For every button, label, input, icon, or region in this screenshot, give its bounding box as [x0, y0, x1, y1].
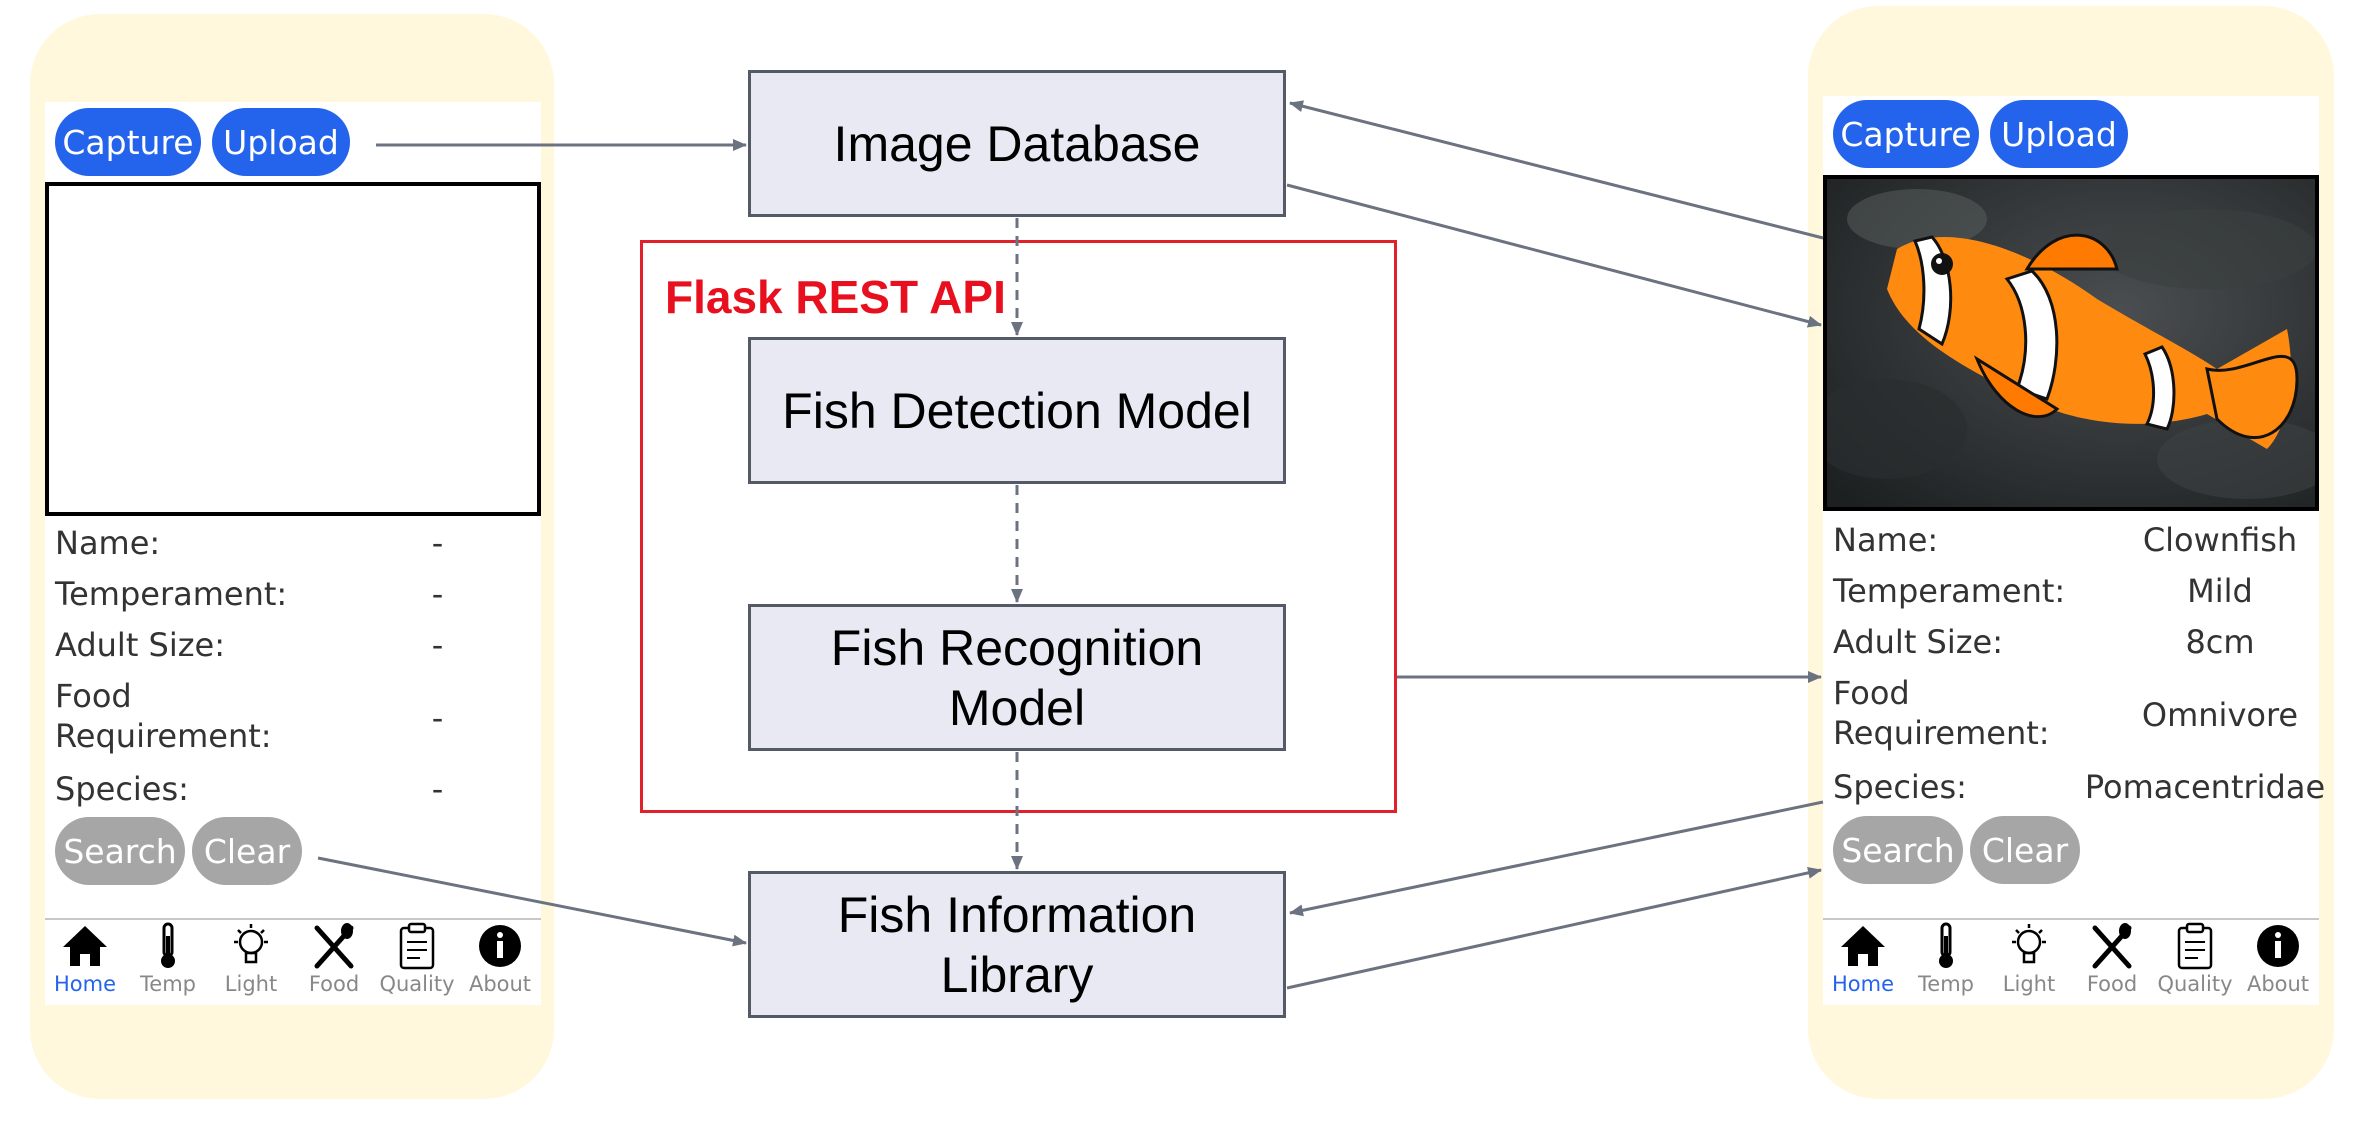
left-field-temperament-value: -: [431, 575, 444, 613]
arrow-library-to-search: [1286, 866, 1822, 990]
right-nav-food[interactable]: Food: [2070, 922, 2154, 996]
right-field-name-label: Name:: [1833, 521, 1939, 559]
left-nav-home[interactable]: Home: [43, 922, 127, 996]
right-nav-home[interactable]: Home: [1821, 922, 1905, 996]
left-field-food-value: -: [431, 699, 444, 737]
thermometer-icon: [1904, 922, 1988, 970]
right-field-adult-size-label: Adult Size:: [1833, 623, 2003, 661]
home-icon: [1821, 922, 1905, 970]
thermometer-icon: [126, 922, 210, 970]
left-nav-about[interactable]: About: [458, 922, 542, 996]
nav-label: Temp: [140, 972, 196, 996]
left-nav-quality[interactable]: Quality: [375, 922, 459, 996]
right-field-species-value: Pomacentridae: [2084, 768, 2326, 806]
right-nav-temp[interactable]: Temp: [1904, 922, 1988, 996]
right-upload-button[interactable]: Upload: [1990, 100, 2128, 168]
right-clear-button[interactable]: Clear: [1970, 816, 2080, 884]
nav-label: Light: [224, 972, 278, 996]
image-database-box: Image Database: [748, 70, 1286, 217]
left-field-species-label: Species:: [55, 770, 189, 808]
left-nav-temp[interactable]: Temp: [126, 922, 210, 996]
utensils-icon: [292, 922, 376, 970]
clipboard-icon: [2153, 922, 2237, 970]
home-icon: [43, 922, 127, 970]
left-upload-button[interactable]: Upload: [212, 108, 350, 176]
nav-label: Food: [308, 972, 360, 996]
right-field-temperament-label: Temperament:: [1833, 572, 2066, 610]
left-image-preview: [45, 182, 541, 516]
info-icon: [2236, 922, 2320, 970]
right-field-adult-size-value: 8cm: [2185, 623, 2255, 661]
fish-detection-model-box: Fish Detection Model: [748, 337, 1286, 484]
right-nav-quality[interactable]: Quality: [2153, 922, 2237, 996]
right-image-preview: [1823, 175, 2319, 511]
right-search-button[interactable]: Search: [1833, 816, 1963, 884]
right-nav-light[interactable]: Light: [1987, 922, 2071, 996]
left-field-food-label: Food Requirement:: [55, 677, 272, 755]
right-field-species-label: Species:: [1833, 768, 1967, 806]
left-field-adult-size-label: Adult Size:: [55, 626, 225, 664]
right-capture-button[interactable]: Capture: [1833, 100, 1979, 168]
nav-label: Temp: [1918, 972, 1974, 996]
fish-information-library-box: Fish Information Library: [748, 871, 1286, 1018]
nav-label: Quality: [2157, 972, 2233, 996]
left-nav-food[interactable]: Food: [292, 922, 376, 996]
right-field-food-label: Food Requirement:: [1833, 674, 2050, 752]
right-nav-about[interactable]: About: [2236, 922, 2320, 996]
nav-label: About: [2246, 972, 2310, 996]
clownfish-photo: [1827, 179, 2315, 507]
left-field-name-value: -: [431, 524, 444, 562]
flask-api-title: Flask REST API: [665, 271, 1006, 323]
left-field-temperament-label: Temperament:: [55, 575, 288, 613]
info-icon: [458, 922, 542, 970]
left-bottom-navbar: [45, 918, 541, 1005]
clipboard-icon: [375, 922, 459, 970]
left-capture-button[interactable]: Capture: [55, 108, 201, 176]
right-field-food-value: Omnivore: [2141, 696, 2299, 734]
left-field-species-value: -: [431, 770, 444, 808]
nav-label: Food: [2086, 972, 2138, 996]
nav-label: Home: [53, 972, 116, 996]
nav-label: Quality: [379, 972, 455, 996]
left-clear-button[interactable]: Clear: [192, 817, 302, 885]
nav-label: Home: [1831, 972, 1894, 996]
arrow-species-to-library: [1289, 800, 1824, 917]
left-nav-light[interactable]: Light: [209, 922, 293, 996]
utensils-icon: [2070, 922, 2154, 970]
fish-recognition-model-box: Fish Recognition Model: [748, 604, 1286, 751]
right-bottom-navbar: [1823, 918, 2319, 1005]
left-field-adult-size-value: -: [431, 626, 444, 664]
right-field-temperament-value: Mild: [2187, 572, 2253, 610]
right-field-name-value: Clownfish: [2142, 521, 2298, 559]
left-field-name-label: Name:: [55, 524, 161, 562]
arrow-clear-to-library: [317, 856, 747, 947]
nav-label: About: [468, 972, 532, 996]
arrow-database-to-image: [1286, 183, 1822, 328]
left-search-button[interactable]: Search: [55, 817, 185, 885]
lightbulb-icon: [209, 922, 293, 970]
lightbulb-icon: [1987, 922, 2071, 970]
nav-label: Light: [2002, 972, 2056, 996]
arrow-image-to-database: [1289, 100, 1824, 240]
